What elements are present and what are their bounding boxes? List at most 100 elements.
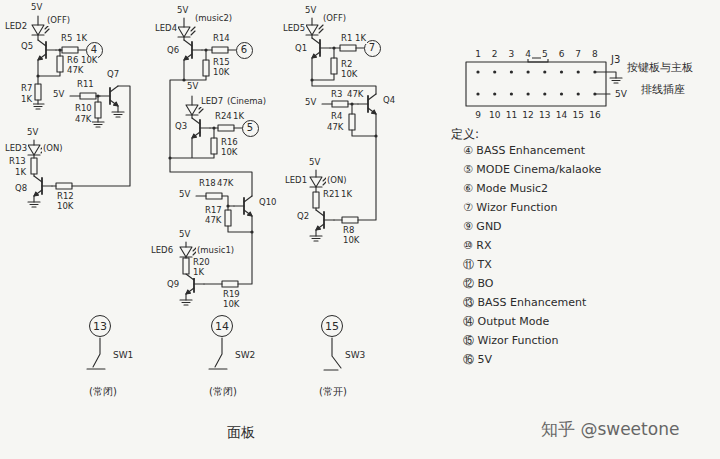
led-symbol (306, 25, 323, 35)
resistor-symbol (31, 158, 37, 174)
ground-symbol (180, 300, 192, 305)
resistor-symbol (212, 47, 228, 53)
part-label: Q7 (106, 70, 120, 80)
part-label: SW1 (112, 350, 134, 360)
part-label: Q9 (166, 280, 180, 290)
callout-number: 4 (91, 45, 97, 55)
part-label: R8 (342, 226, 355, 236)
pin-dot (493, 92, 496, 95)
value-label: 47K (346, 90, 364, 100)
wire (34, 16, 130, 202)
value-label: 47K (66, 66, 84, 76)
pin-dot (543, 70, 546, 73)
value-label: 47K (204, 216, 222, 226)
pin-number: 9 (474, 110, 482, 120)
part-label: LED3 (4, 144, 28, 154)
junction-dot (204, 48, 207, 51)
part-label: Q2 (296, 212, 310, 222)
part-label: R7 (20, 84, 33, 94)
part-label: R14 (212, 34, 231, 44)
resistor-symbol (342, 217, 358, 223)
part-label: LED6 (150, 246, 174, 256)
part-label: R5 (60, 34, 73, 44)
resistor-symbol (183, 258, 189, 274)
pin-dot (527, 70, 530, 73)
resistor-symbol (57, 56, 63, 72)
junction-dot (212, 126, 215, 129)
part-label: LED1 (284, 176, 308, 186)
resistor-symbol (62, 47, 78, 53)
junction-dot (168, 156, 171, 159)
connector-outline (466, 62, 606, 106)
value-label: 10K (220, 148, 238, 158)
part-label: R19 (222, 290, 241, 300)
pin-number: 12 (521, 110, 534, 120)
definition-item: ⑫ BO (462, 278, 495, 291)
part-label: R20 (192, 258, 211, 268)
junction-dot (350, 102, 353, 105)
transistor-symbol (234, 196, 252, 216)
supply-label: 5V (186, 82, 199, 92)
definition-item: ⑥ Mode Music2 (462, 183, 549, 196)
part-label: Q5 (20, 42, 34, 52)
part-label: R6 (66, 56, 79, 66)
part-label: R1 (340, 34, 353, 44)
pin-number: 16 (588, 110, 601, 120)
resistor-symbol (206, 193, 222, 199)
part-label: R13 (8, 157, 27, 167)
pin-number: 4 (524, 49, 532, 59)
transistor-symbol (38, 40, 56, 60)
note-text: (music2) (194, 14, 233, 24)
transistor-symbol (100, 86, 118, 106)
part-label: R18 (198, 179, 217, 189)
pin-number: 15 (571, 110, 584, 120)
junction-dot (250, 230, 253, 233)
part-label: R12 (56, 192, 75, 202)
pin-dot (527, 92, 530, 95)
callout-circle: 15 (321, 315, 343, 337)
part-label: Q1 (294, 44, 308, 54)
junction-dot (332, 46, 335, 49)
pin-dot (577, 70, 580, 73)
pin-number: 10 (488, 110, 501, 120)
value-label: 10K (340, 70, 358, 80)
callout-circle: 5 (242, 120, 259, 137)
resistor-symbol (80, 93, 96, 99)
value-label: 10K (212, 68, 230, 78)
led-symbol (180, 247, 197, 257)
junction-dot (36, 74, 39, 77)
pin-number: 2 (491, 49, 499, 59)
callout-number: 15 (325, 321, 339, 332)
ground-symbol (28, 202, 40, 207)
value-label: 1K (232, 112, 245, 122)
ground-symbol (310, 236, 322, 241)
part-label: Q8 (14, 184, 28, 194)
value-label: 1K (354, 34, 367, 44)
note-text: (ON) (326, 176, 348, 186)
value-label: 1K (14, 168, 27, 178)
part-label: R21 (322, 190, 341, 200)
resistor-symbol (225, 210, 231, 226)
resistor-symbol (222, 281, 238, 287)
note-text: 按键板与主板 (626, 62, 694, 75)
note-text: (OFF) (322, 14, 347, 24)
pin-dot (560, 70, 563, 73)
supply-label: 5V (178, 230, 191, 240)
supply-label: 5V (304, 6, 317, 16)
switch-symbol (87, 338, 341, 370)
note-text: (Cinema) (226, 97, 267, 107)
resistor-symbol (349, 114, 355, 130)
resistor-symbol (218, 125, 234, 131)
pin-number: 1 (474, 49, 482, 59)
note-text: (OFF) (46, 16, 71, 26)
pin-number: 11 (505, 110, 518, 120)
definition-item: ⑦ Wizor Function (462, 202, 558, 215)
note-text: (常闭) (208, 386, 238, 398)
definition-item: ⑯ 5V (462, 354, 493, 367)
note-text: (music1) (196, 246, 235, 256)
junction-dot (226, 204, 229, 207)
supply-label: 5V (304, 98, 317, 108)
pin-number: 6 (558, 49, 566, 59)
supply-label: 5V (52, 90, 65, 100)
pin-dot (577, 92, 580, 95)
